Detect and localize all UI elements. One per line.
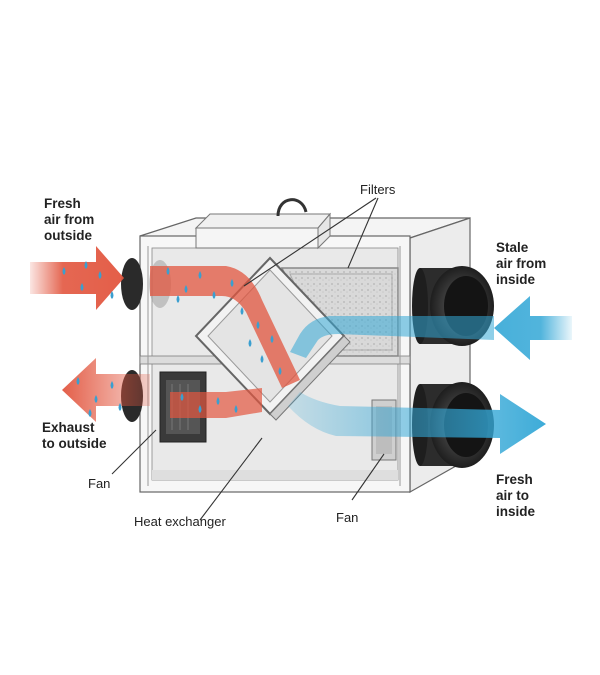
droplet [176, 295, 180, 303]
droplet [230, 279, 234, 287]
droplet [248, 339, 252, 347]
moisture-droplets [62, 261, 282, 417]
droplet [110, 381, 114, 389]
droplet [198, 405, 202, 413]
droplet [212, 291, 216, 299]
label-fresh-air-from-outside: Fresh air from outside [44, 196, 95, 243]
leader-lines [111, 197, 385, 521]
droplet [98, 271, 102, 279]
fresh-air-out-arrow [288, 392, 546, 454]
control-box [194, 198, 332, 250]
exhaust-arrow [62, 358, 262, 422]
droplet [216, 397, 220, 405]
droplet [94, 395, 98, 403]
label-exhaust-to-outside: Exhaust to outside [42, 420, 107, 451]
droplet [84, 261, 88, 269]
droplet [234, 405, 238, 413]
label-fan-left: Fan [88, 476, 111, 491]
label-fresh-air-to-inside: Fresh air to inside [496, 472, 536, 519]
droplet [260, 355, 264, 363]
droplet [88, 409, 92, 417]
droplet [278, 367, 282, 375]
droplet [198, 271, 202, 279]
droplet [184, 285, 188, 293]
droplet [166, 267, 170, 275]
label-heat-exchanger: Heat exchanger [134, 514, 226, 529]
droplet [76, 377, 80, 385]
fresh-air-in-arrow [30, 246, 300, 388]
droplet [80, 283, 84, 291]
label-filters: Filters [360, 182, 396, 197]
droplet [270, 335, 274, 343]
droplet [110, 291, 114, 299]
droplet [118, 403, 122, 411]
droplet [62, 267, 66, 275]
droplet [240, 307, 244, 315]
droplet [180, 393, 184, 401]
label-fan-right: Fan [336, 510, 359, 525]
stale-air-in-arrow [290, 296, 572, 360]
droplet [256, 321, 260, 329]
label-stale-air-from-inside: Stale air from inside [496, 240, 547, 287]
